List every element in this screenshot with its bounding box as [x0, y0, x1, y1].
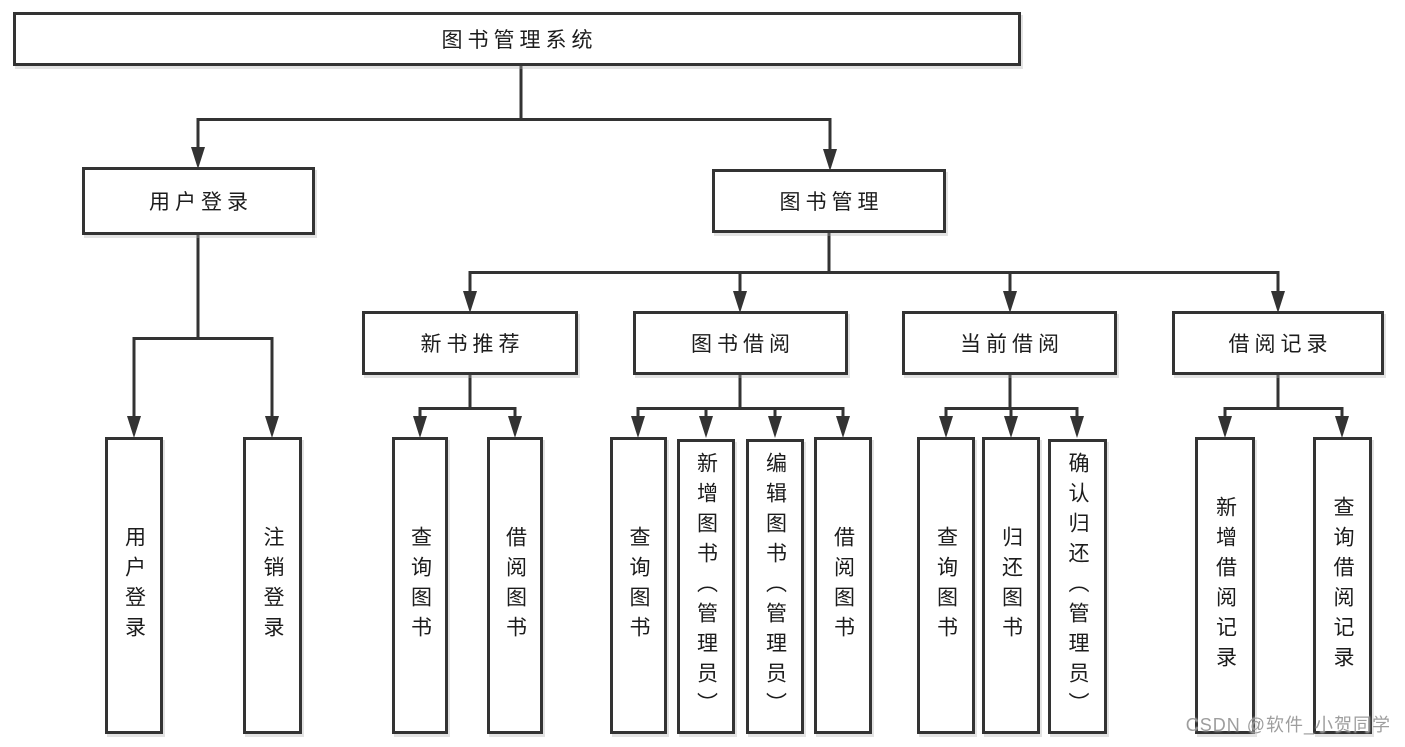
node-root-label: 图书管理系统 [441, 29, 598, 52]
arrow-down-icon [631, 416, 645, 438]
node-section-label: 新书推荐 [420, 333, 525, 356]
arrow-down-icon [413, 416, 427, 438]
arrow-down-icon [768, 416, 782, 438]
node-leaf-add-borrow-record: 新增借阅记录 [1195, 437, 1255, 734]
node-leaf-label: 注销登录 [261, 525, 284, 646]
arrow-down-icon [463, 291, 477, 313]
node-section-borrow-records: 借阅记录 [1172, 311, 1384, 375]
node-section-label: 图书借阅 [691, 333, 795, 356]
node-leaf-logout: 注销登录 [243, 437, 302, 734]
node-leaf-query-borrow-record: 查询借阅记录 [1313, 437, 1372, 734]
arrow-down-icon [1271, 291, 1285, 313]
watermark-text: CSDN @软件_小贺同学 [1185, 715, 1391, 735]
node-leaf-query-books-2: 查询图书 [610, 437, 667, 734]
arrow-down-icon [191, 147, 205, 169]
node-leaf-user-login: 用户登录 [105, 437, 163, 734]
node-leaf-label: 新增图书（管理员） [694, 451, 718, 722]
node-branch-user-login: 用户登录 [82, 167, 315, 235]
arrow-down-icon [127, 416, 141, 438]
connector-root-to-branches [196, 64, 832, 150]
connector-userlogin-to-leaves [132, 235, 274, 417]
node-section-new-books: 新书推荐 [362, 311, 578, 375]
node-leaf-label: 新增借阅记录 [1213, 495, 1237, 676]
node-leaf-label: 用户登录 [122, 525, 146, 646]
connector-newbooks-to-leaves [418, 374, 517, 417]
arrow-down-icon [823, 149, 837, 171]
node-leaf-add-books-admin: 新增图书（管理员） [677, 439, 735, 734]
connector-borrow-to-leaves [636, 374, 845, 417]
node-leaf-label: 编辑图书（管理员） [763, 451, 787, 722]
connector-records-to-leaves [1223, 374, 1344, 417]
node-branch-label: 图书管理 [779, 191, 884, 214]
arrow-down-icon [836, 416, 850, 438]
node-leaf-query-books-1: 查询图书 [392, 437, 448, 734]
connector-bookmgmt-to-sections [468, 232, 1280, 292]
node-leaf-return-books: 归还图书 [982, 437, 1040, 734]
arrow-down-icon [1003, 291, 1017, 313]
node-leaf-confirm-return-admin: 确认归还（管理员） [1048, 439, 1107, 734]
node-leaf-edit-books-admin: 编辑图书（管理员） [746, 439, 804, 734]
node-leaf-label: 归还图书 [999, 525, 1023, 646]
node-branch-book-management: 图书管理 [712, 169, 946, 233]
arrow-down-icon [265, 416, 279, 438]
node-leaf-label: 查询图书 [408, 525, 432, 646]
connector-current-to-leaves [944, 374, 1079, 417]
node-leaf-borrow-books-1: 借阅图书 [487, 437, 543, 734]
node-leaf-label: 查询图书 [627, 525, 650, 646]
node-leaf-label: 确认归还（管理员） [1066, 451, 1089, 722]
arrow-down-icon [1070, 416, 1084, 438]
arrow-down-icon [1218, 416, 1232, 438]
node-section-label: 借阅记录 [1228, 333, 1333, 356]
node-leaf-label: 借阅图书 [831, 525, 855, 646]
arrow-down-icon [939, 416, 953, 438]
node-section-label: 当前借阅 [960, 333, 1064, 356]
arrow-down-icon [1335, 416, 1349, 438]
arrow-down-icon [733, 291, 747, 313]
node-leaf-label: 查询图书 [934, 525, 958, 646]
arrow-down-icon [1004, 416, 1018, 438]
arrow-down-icon [508, 416, 522, 438]
node-leaf-borrow-books-2: 借阅图书 [814, 437, 872, 734]
node-section-book-borrow: 图书借阅 [633, 311, 848, 375]
node-branch-label: 用户登录 [149, 191, 253, 214]
node-leaf-label: 查询借阅记录 [1331, 495, 1354, 676]
node-leaf-label: 借阅图书 [503, 525, 527, 646]
node-root: 图书管理系统 [13, 12, 1021, 66]
arrow-down-icon [699, 416, 713, 438]
node-leaf-query-books-3: 查询图书 [917, 437, 975, 734]
node-section-current-borrow: 当前借阅 [902, 311, 1117, 375]
